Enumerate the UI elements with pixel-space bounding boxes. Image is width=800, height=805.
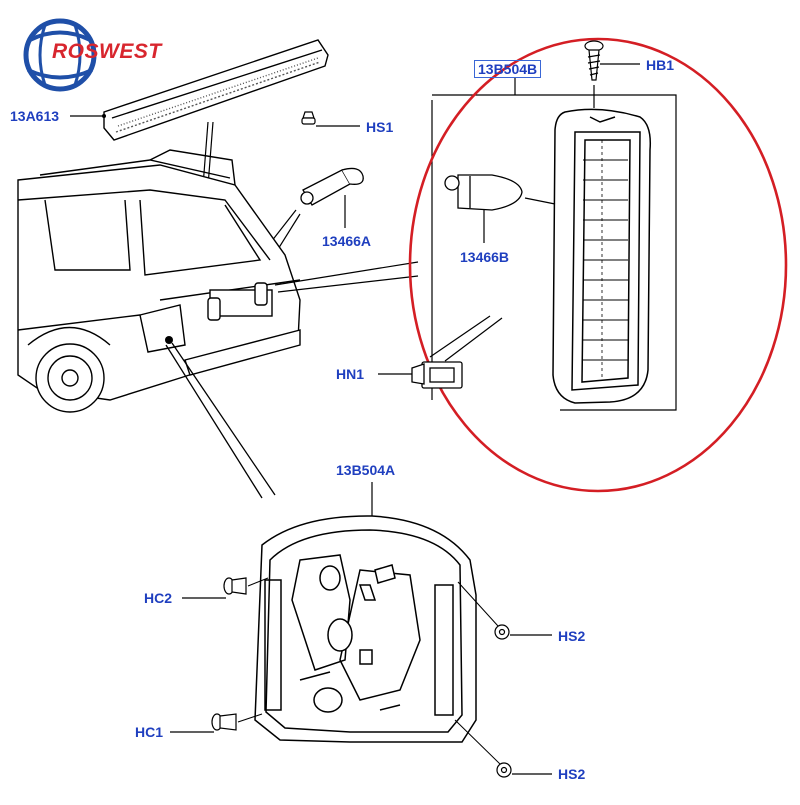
connector-hn1-icon [411, 361, 463, 389]
label-13a613: 13A613 [10, 108, 60, 124]
side-lamp-13b504b [552, 108, 652, 404]
screw-hs2-top-icon [494, 624, 510, 640]
label-hs2-top: HS2 [558, 628, 586, 644]
label-13466a: 13466A [322, 233, 372, 249]
screw-hs2-bottom-icon [496, 762, 512, 778]
label-hs2-bottom: HS2 [558, 766, 586, 782]
logo-globe-icon [23, 18, 97, 92]
screw-hb1-icon [584, 40, 604, 81]
label-hb1: HB1 [646, 57, 675, 73]
label-13b504a: 13B504A [336, 462, 396, 478]
clip-hc2-icon [223, 577, 247, 595]
label-hc2: HC2 [144, 590, 173, 606]
label-13466b: 13466B [460, 249, 510, 265]
brand-logo-text: ROSWEST [52, 40, 162, 63]
high-mount-lamp [103, 39, 329, 141]
bulb-13466a-icon [300, 167, 364, 206]
screw-hs1-icon [301, 111, 316, 125]
label-13b504b: 13B504B [474, 60, 542, 78]
label-hn1: HN1 [336, 366, 365, 382]
clip-hc1-icon [211, 713, 237, 731]
highlight-circle [408, 37, 788, 493]
label-hs1: HS1 [366, 119, 394, 135]
label-hc1: HC1 [135, 724, 164, 740]
bulb-13466b-icon [444, 174, 523, 211]
tail-lamp-assembly-13b504a [254, 515, 477, 743]
vehicle-rear-view [17, 149, 301, 413]
